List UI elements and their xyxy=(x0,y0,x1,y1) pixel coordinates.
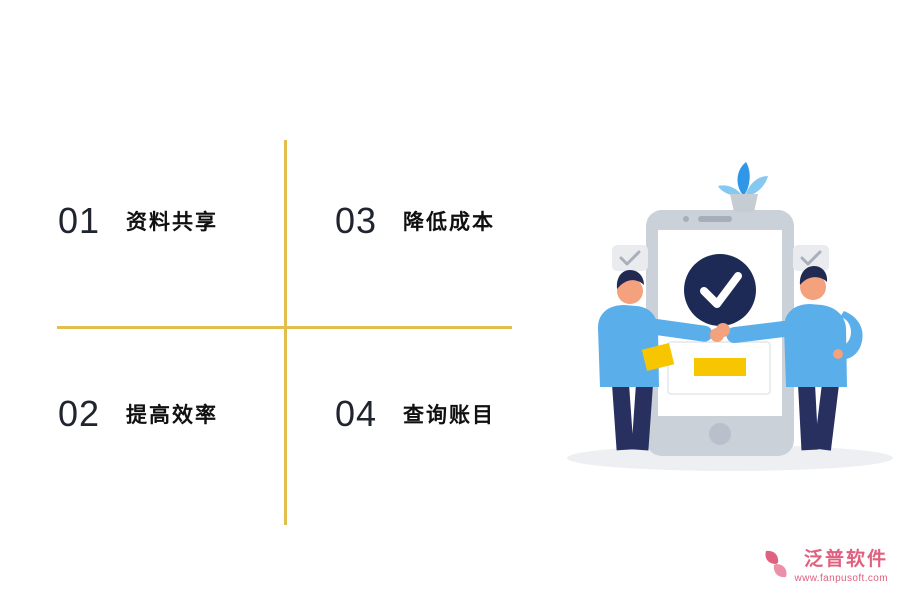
check-circle-icon xyxy=(684,254,756,326)
feature-label: 降低成本 xyxy=(403,211,496,234)
vertical-divider xyxy=(284,140,287,525)
feature-label: 资料共享 xyxy=(126,211,219,234)
feature-number: 03 xyxy=(335,200,378,241)
handshake-illustration xyxy=(567,162,893,471)
head-right xyxy=(800,274,826,300)
feature-label: 查询账目 xyxy=(403,404,496,427)
feature-number: 02 xyxy=(58,393,101,434)
brand-url: www.fanpusoft.com xyxy=(794,572,888,584)
feature-label: 提高效率 xyxy=(126,404,219,427)
feature-item-1: 01 资料共享 xyxy=(58,200,218,242)
feature-item-2: 02 提高效率 xyxy=(58,393,218,435)
form-card-shape xyxy=(667,341,771,395)
feature-number: 04 xyxy=(335,393,378,434)
fanpu-logo-icon xyxy=(765,550,787,578)
ground-shadow-shape xyxy=(567,445,893,471)
brand-logo: 泛普软件 www.fanpusoft.com xyxy=(763,549,888,584)
horizontal-divider xyxy=(57,326,512,329)
plant-icon xyxy=(718,162,768,212)
person-right xyxy=(716,266,863,451)
feature-number: 01 xyxy=(58,200,101,241)
brand-text: 泛普软件 www.fanpusoft.com xyxy=(794,549,888,584)
hand-right xyxy=(716,323,730,337)
home-button-icon xyxy=(709,423,731,445)
brand-name: 泛普软件 xyxy=(803,549,888,570)
head-left xyxy=(617,278,643,304)
person-left xyxy=(598,270,724,451)
yellow-folder-shape xyxy=(641,342,675,372)
feature-item-4: 04 查询账目 xyxy=(335,393,495,435)
feature-item-3: 03 降低成本 xyxy=(335,200,495,242)
